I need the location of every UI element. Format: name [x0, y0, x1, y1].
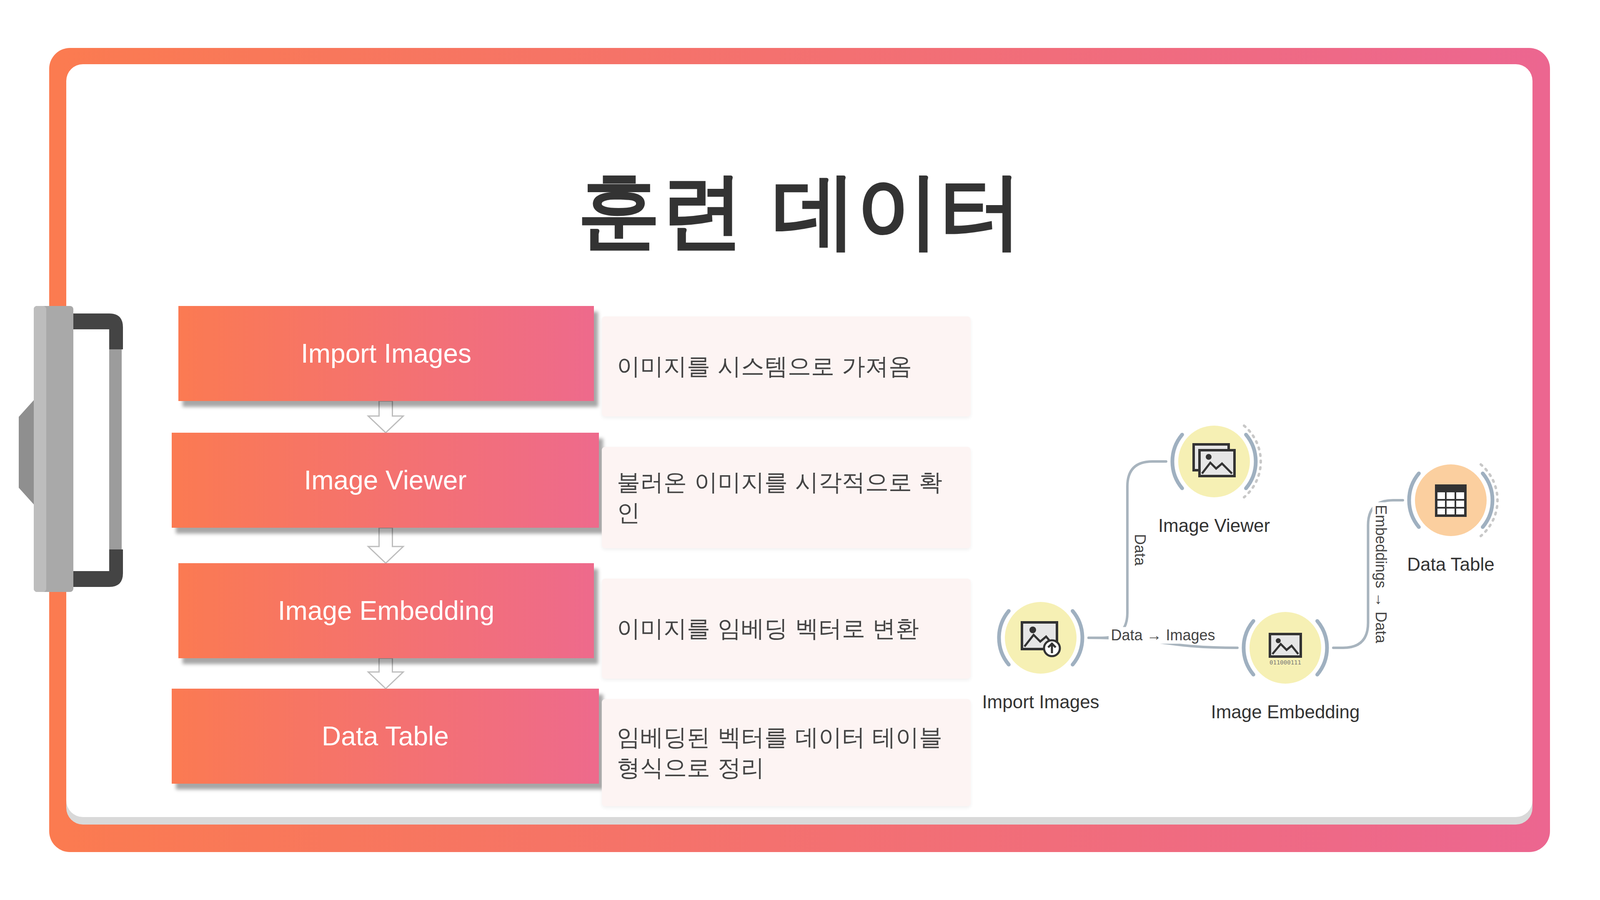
- description-panel: 이미지를 임베딩 벡터로 변환: [601, 578, 971, 679]
- box-label: Data Table: [321, 720, 449, 752]
- widget-circle: [992, 589, 1089, 686]
- link-label: Data: [1131, 530, 1149, 568]
- process-box: Image Viewer: [171, 432, 599, 528]
- link-line: [1088, 461, 1167, 638]
- description-panel: 이미지를 시스템으로 가져옴: [601, 316, 971, 417]
- box-label: Image Embedding: [277, 595, 495, 626]
- flow-arrow: [368, 400, 404, 433]
- widget-circle: [1166, 413, 1262, 510]
- flow-arrow: [368, 658, 404, 689]
- slide-title: 훈련 데이터: [0, 164, 1600, 257]
- box-label: Import Images: [300, 338, 472, 369]
- widget-node: Data Table: [1402, 452, 1499, 549]
- widget-circle: [1402, 452, 1499, 549]
- flow-arrow: [368, 527, 404, 564]
- description-panel: 임베딩된 벡터를 데이터 테이블 형식으로 정리: [601, 698, 971, 807]
- widget-circle: [1237, 599, 1334, 696]
- widget-label: Image Viewer: [1158, 515, 1270, 536]
- box-label: Image Viewer: [303, 464, 467, 496]
- widget-label: Image Embedding: [1210, 701, 1360, 723]
- widget-label: Data Table: [1407, 553, 1495, 575]
- binary-code: 011000111: [1237, 658, 1334, 666]
- description-panel: 불러온 이미지를 시각적으로 확인: [601, 446, 971, 549]
- clipboard-clip: [18, 305, 123, 592]
- widget-node: 011000111Image Embedding: [1237, 599, 1334, 696]
- description-text: 불러온 이미지를 시각적으로 확인: [616, 467, 959, 529]
- description-text: 임베딩된 벡터를 데이터 테이블 형식으로 정리: [616, 722, 959, 784]
- widget-node: Import Images: [992, 589, 1089, 686]
- link-label: Data → Images: [1108, 626, 1218, 644]
- description-text: 이미지를 시스템으로 가져옴: [616, 351, 959, 382]
- description-text: 이미지를 임베딩 벡터로 변환: [616, 613, 959, 644]
- widget-node: Image Viewer: [1166, 413, 1262, 510]
- widget-label: Import Images: [981, 691, 1100, 713]
- process-box: Data Table: [171, 688, 599, 784]
- process-box: Import Images: [178, 305, 594, 401]
- link-line: [1333, 500, 1403, 648]
- process-box: Image Embedding: [178, 563, 594, 659]
- link-label: Embeddings → Data: [1372, 502, 1390, 646]
